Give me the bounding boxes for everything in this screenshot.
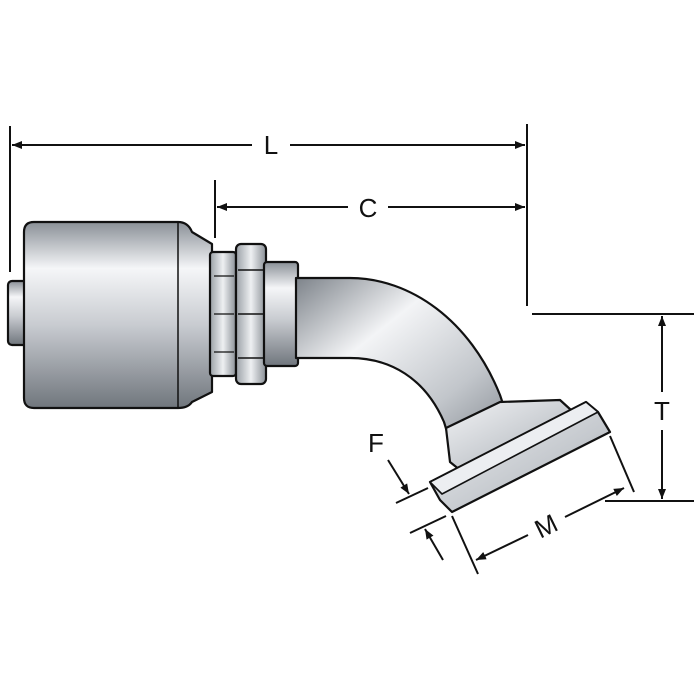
dim-M-line-right	[564, 487, 625, 518]
socket-ferrule	[22, 220, 214, 410]
dimension-lines	[9, 124, 694, 575]
dim-label-F: F	[368, 428, 384, 458]
fitting-body	[6, 220, 612, 514]
dim-label-L: L	[264, 130, 278, 160]
dim-label-M: M	[530, 508, 563, 544]
dim-F-line-bottom	[424, 528, 444, 561]
dim-label-T: T	[654, 396, 670, 426]
dim-label-C: C	[359, 193, 378, 223]
dim-M-line-left	[475, 534, 529, 561]
tube-sleeve	[262, 260, 300, 368]
dim-F-line-top	[387, 459, 410, 495]
